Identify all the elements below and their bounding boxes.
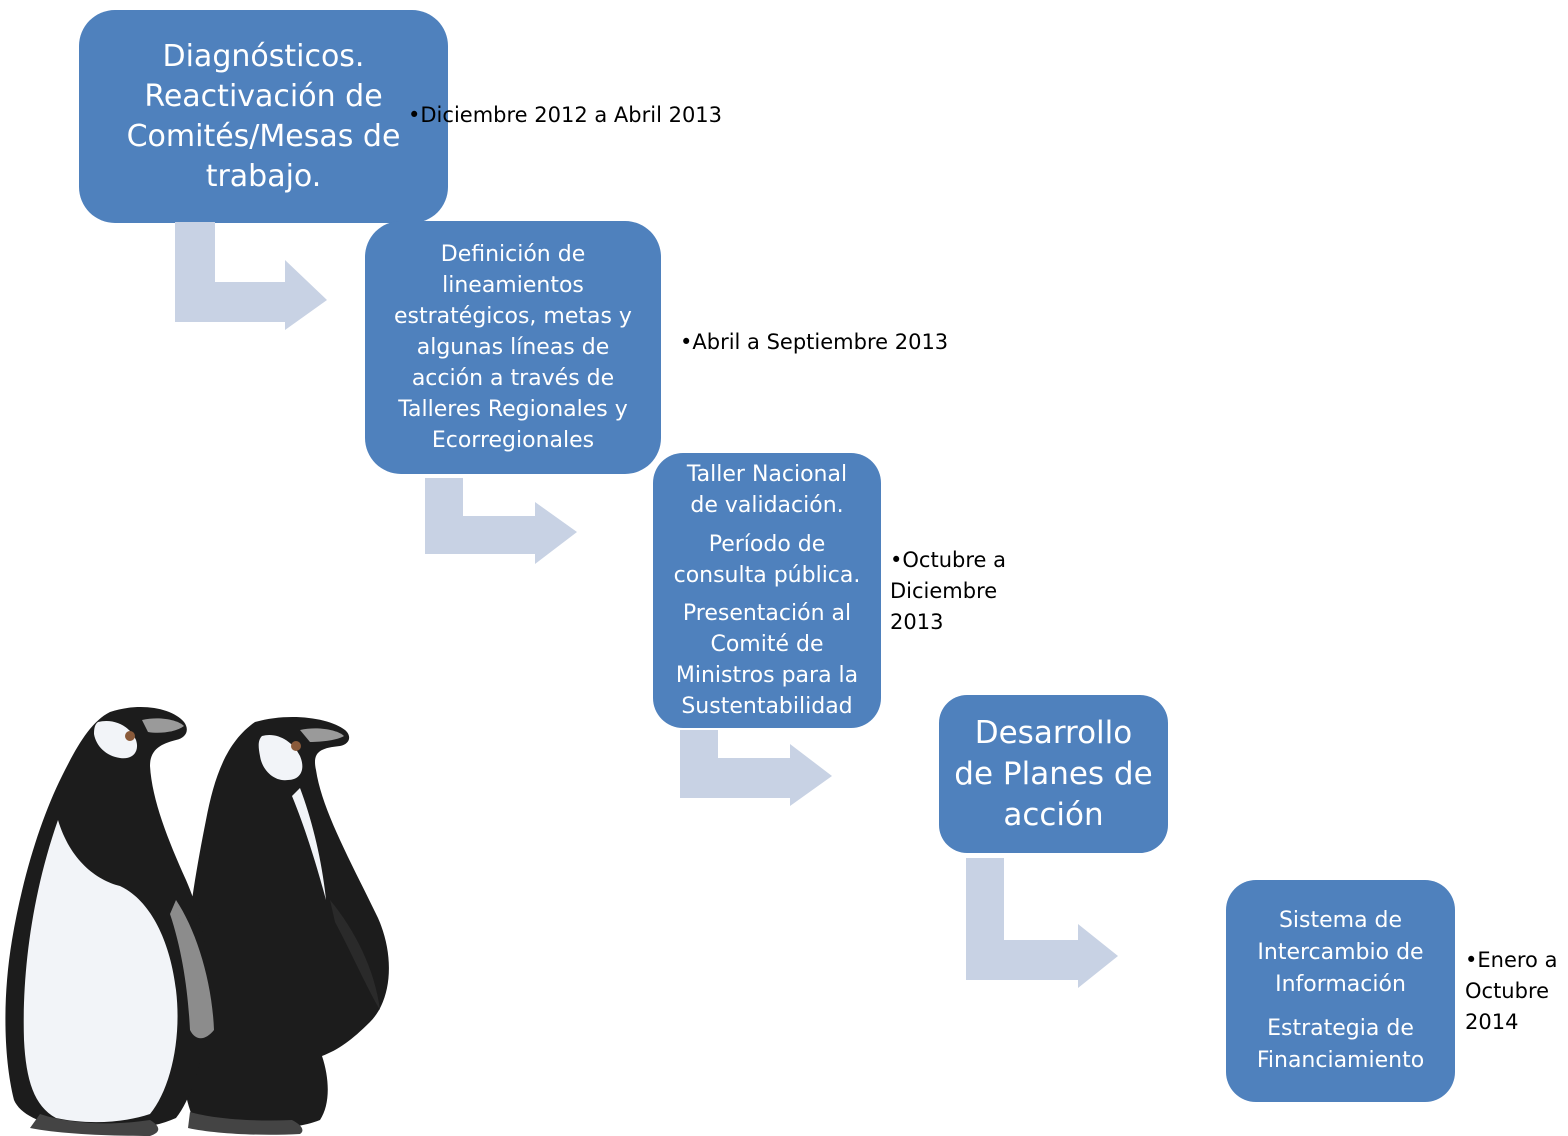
step-2-line: acción a través de	[411, 366, 615, 391]
step-5-box: Sistema de Intercambio de Información Es…	[1226, 880, 1455, 1102]
step-3-line: Ministros para la	[675, 663, 859, 688]
step-2-box: Definición de lineamientos estratégicos,…	[365, 221, 661, 474]
step-1-line: Reactivación de	[144, 78, 383, 114]
arrow-2-icon	[425, 478, 577, 564]
step-2-line: Talleres Regionales y	[398, 397, 628, 422]
step-4-box: Desarrollo de Planes de acción	[939, 695, 1168, 853]
step-3-date: •Octubre a Diciembre 2013	[890, 548, 1006, 634]
step-2-line: lineamientos	[442, 273, 584, 298]
step-3-line: Taller Nacional	[686, 462, 848, 487]
step-3-line: Sustentabilidad	[681, 694, 853, 719]
step-2-date: •Abril a Septiembre 2013	[680, 330, 949, 354]
step-5-line: Estrategia de	[1267, 1016, 1414, 1041]
step-3-line: Presentación al	[682, 601, 852, 626]
penguin-left-icon	[5, 707, 214, 1136]
step-2-line: algunas líneas de	[416, 335, 610, 360]
step-2-line: estratégicos, metas y	[394, 304, 632, 329]
step-4-line: Desarrollo	[974, 714, 1133, 751]
step-5-line: Financiamiento	[1256, 1048, 1425, 1073]
step-1-line: Comités/Mesas de	[126, 118, 401, 154]
step-1-line: Diagnósticos.	[162, 38, 365, 74]
step-4-line: acción	[1003, 796, 1104, 833]
step-5-line: Información	[1275, 972, 1406, 997]
step-1-line: trabajo.	[205, 158, 322, 194]
step-5-line: Sistema de	[1278, 908, 1403, 933]
step-3-line: consulta pública.	[673, 562, 861, 588]
step-3-line: Período de	[708, 531, 826, 557]
arrow-1-icon	[175, 222, 327, 330]
step-5-date: •Enero a Octubre 2014	[1465, 948, 1558, 1034]
step-1-box: Diagnósticos. Reactivación de Comités/Me…	[79, 10, 448, 223]
step-3-line: Comité de	[710, 632, 824, 657]
penguins-illustration-icon	[5, 707, 389, 1136]
step-2-line: Ecorregionales	[431, 428, 595, 453]
step-3-box: Taller Nacional de validación. Período d…	[653, 453, 881, 728]
step-4-line: de Planes de	[954, 755, 1153, 792]
step-2-line: Definición de	[440, 242, 586, 267]
step-3-line: de validación.	[690, 493, 844, 518]
step-1-date: •Diciembre 2012 a Abril 2013	[408, 103, 723, 127]
arrow-3-icon	[680, 730, 832, 806]
penguin-right-icon	[180, 716, 389, 1135]
arrow-4-icon	[966, 858, 1118, 988]
step-5-line: Intercambio de	[1257, 940, 1424, 965]
